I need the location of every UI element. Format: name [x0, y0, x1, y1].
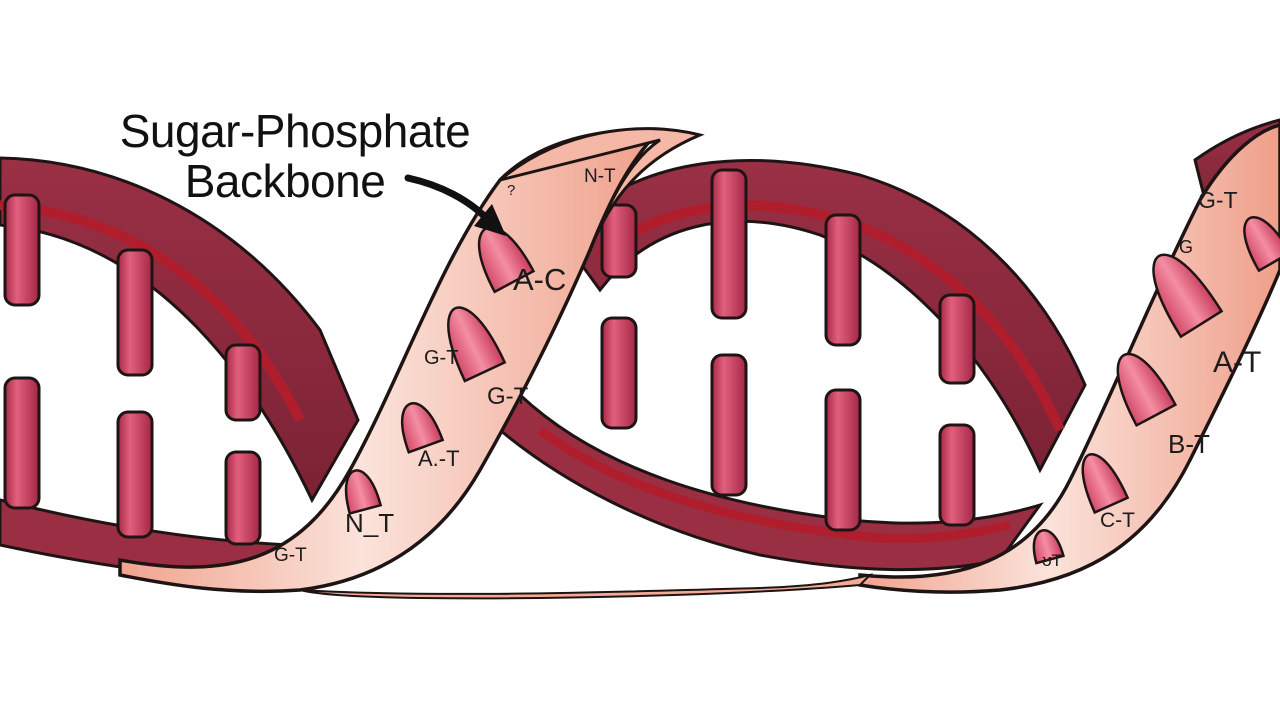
pair-label-nt-2: N_T	[345, 508, 394, 538]
pair-label-gt-3: G-T	[274, 545, 307, 566]
pair-label-g: G	[1179, 237, 1193, 257]
pair-label-ct: C-T	[1100, 509, 1135, 532]
pair-label-ac: A-C	[513, 262, 566, 297]
base-pair-cone	[447, 306, 507, 383]
base-pair-rod	[224, 343, 262, 422]
callout-line-1: Sugar-Phosphate	[119, 105, 471, 157]
front-ribbon-top-arc	[499, 127, 705, 251]
base-pair-rod	[710, 353, 748, 497]
base-pair-cone	[1081, 453, 1130, 515]
pair-label-at-2: A-T	[1213, 346, 1261, 379]
front-ribbon-bottom-link	[299, 573, 874, 600]
base-pair-rod	[3, 376, 41, 510]
base-pair-cone	[1032, 529, 1065, 565]
pair-label-at-1: A.-T	[418, 446, 460, 471]
pair-label-q: ?	[507, 182, 515, 199]
pair-label-gt-1: G-T	[424, 347, 458, 369]
base-pair-rod	[824, 388, 862, 532]
base-pair-rod	[938, 423, 976, 527]
base-pair-rod	[116, 410, 154, 539]
base-pair-rods	[3, 168, 976, 546]
pair-label-bt: B-T	[1168, 429, 1210, 459]
base-pair-cone	[1116, 352, 1178, 428]
base-pair-rod	[710, 168, 748, 320]
base-pair-rod	[824, 213, 862, 347]
base-pair-rod	[600, 316, 638, 430]
base-pair-cone	[1243, 216, 1280, 273]
pair-label-nt-top: N-T	[584, 166, 616, 187]
pair-label-gt-2: G-T	[487, 383, 529, 410]
callout-arrow	[404, 174, 506, 236]
pair-label-ot: ʊT	[1042, 551, 1062, 570]
callout-line-2: Backbone	[184, 155, 386, 207]
base-pair-rod	[600, 203, 638, 279]
pair-label-gt-right: G-T	[1198, 187, 1238, 213]
base-pair-rod	[938, 293, 976, 385]
base-pair-cone	[400, 402, 445, 454]
base-pair-cone	[344, 469, 383, 515]
base-pair-rod	[3, 193, 41, 307]
base-pair-rod	[116, 248, 154, 377]
pair-label-group: ? N-T A-C G-T G-T A.-T N_T G-T G-T G A-T…	[274, 166, 1261, 570]
backbone-callout-label: Sugar-Phosphate Backbone	[100, 106, 490, 206]
base-pair-cone	[1152, 253, 1224, 339]
base-pair-cones	[344, 216, 1280, 565]
base-pair-rod	[224, 450, 262, 546]
back-strand-middle	[558, 159, 1087, 474]
